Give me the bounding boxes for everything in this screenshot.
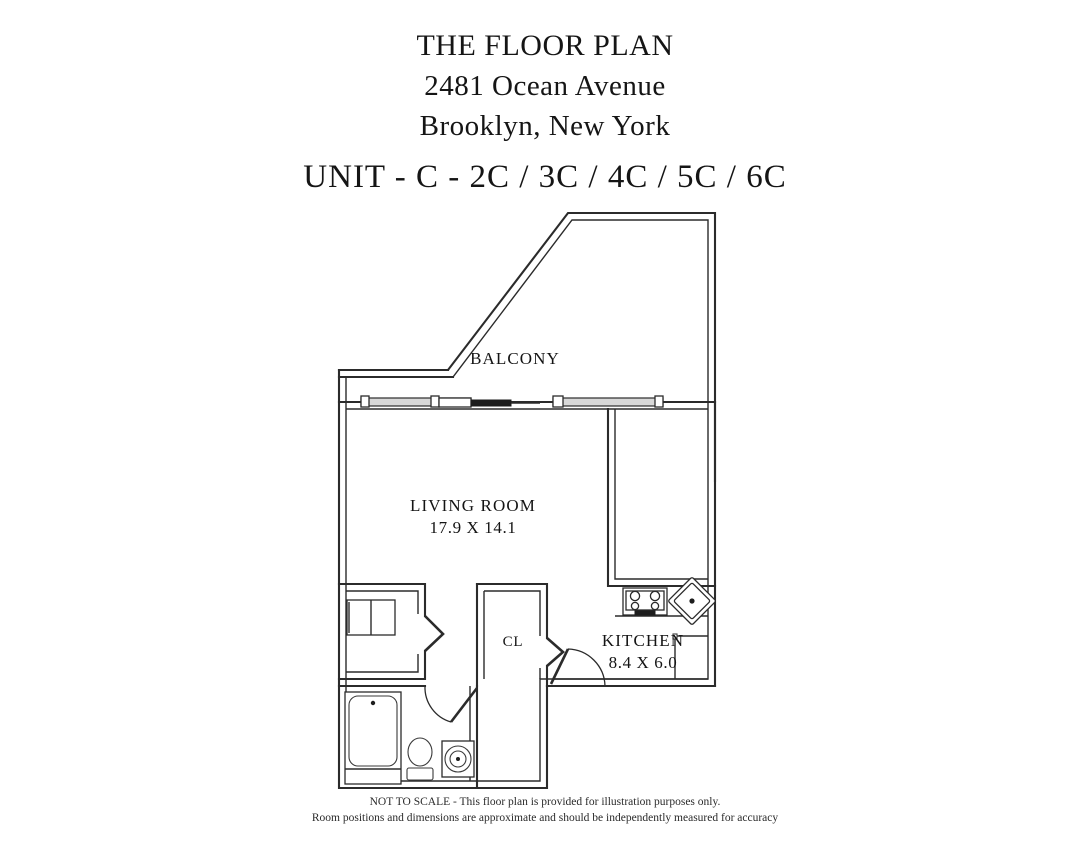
- toilet: [406, 737, 434, 781]
- unit-designation: UNIT - C - 2C / 3C / 4C / 5C / 6C: [303, 159, 787, 195]
- disclaimer-line-1: NOT TO SCALE - This floor plan is provid…: [369, 796, 721, 808]
- door-closet-left[interactable]: [424, 615, 445, 652]
- kitchen-dimensions: 8.4 X 6.0: [609, 653, 678, 672]
- kitchen-lower-wall: [545, 678, 717, 688]
- living-room-dimensions: 17.9 X 14.1: [430, 518, 517, 537]
- stove: [622, 587, 668, 616]
- disclaimer-block: NOT TO SCALE - This floor plan is provid…: [0, 794, 1090, 826]
- closet-room-left: [337, 582, 427, 681]
- title-block: THE FLOOR PLAN 2481 Ocean Avenue Brookly…: [0, 0, 1090, 202]
- balcony-divider-wall: [337, 368, 455, 379]
- sink-kitchen: [668, 577, 716, 625]
- sliding-door-left[interactable]: [360, 395, 540, 408]
- outer-wall-outline: [337, 211, 717, 790]
- floor-plan-svg: CL BAL: [337, 211, 717, 790]
- door-bathroom[interactable]: [424, 685, 479, 723]
- disclaimer-line-2: Room positions and dimensions are approx…: [311, 812, 779, 824]
- address-street: 2481 Ocean Avenue: [424, 70, 666, 102]
- door-kitchen-entry[interactable]: [549, 648, 606, 687]
- address-city: Brooklyn, New York: [419, 110, 671, 142]
- floor-plan-drawing: CL BAL: [0, 196, 1090, 806]
- sink-bathroom: [441, 740, 475, 778]
- closet-cl-walls: [475, 582, 549, 688]
- bathroom-top-wall: [337, 678, 427, 688]
- closet-shelf: [346, 599, 396, 636]
- kitchen-label: KITCHEN: [602, 631, 684, 650]
- living-room-label: LIVING ROOM: [410, 496, 536, 515]
- closet-label: CL: [503, 634, 524, 650]
- kitchen-counter-right: [672, 633, 708, 679]
- bathtub: [344, 691, 402, 785]
- page-title: THE FLOOR PLAN: [416, 29, 674, 62]
- sliding-door-right[interactable]: [552, 395, 664, 408]
- living-room-kitchen-wall: [606, 400, 717, 588]
- balcony-label: BALCONY: [470, 349, 560, 368]
- door-closet-cl[interactable]: [546, 637, 565, 667]
